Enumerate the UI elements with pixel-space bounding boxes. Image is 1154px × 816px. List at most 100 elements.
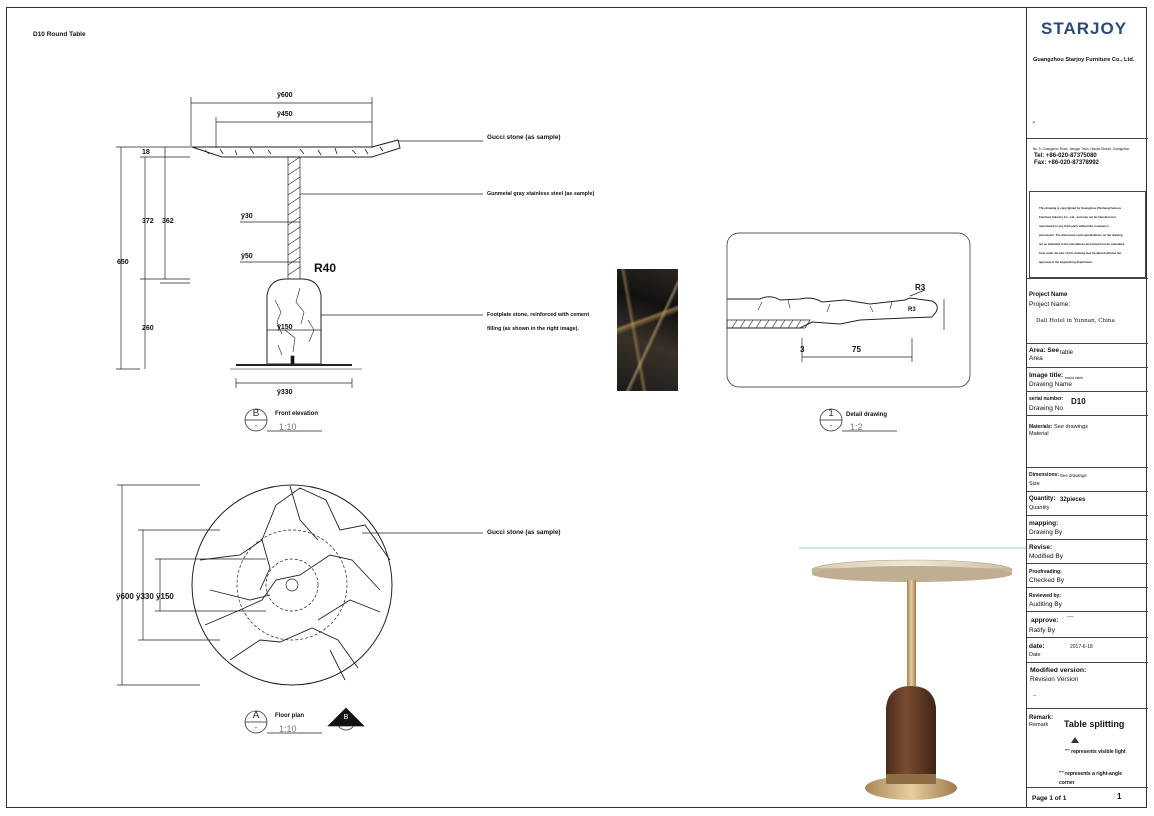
tag-base-line2: filling (as shown in the right image). <box>487 326 579 332</box>
drawing-title: D10 Round Table <box>33 31 86 38</box>
view-sub-b: - <box>254 421 258 430</box>
detail-radius-r3b: R3 <box>908 307 916 313</box>
tb-remark: Remark: Remark Table splitting "" repres… <box>1027 709 1148 788</box>
area-value: table <box>1060 350 1074 356</box>
title-block: STARJOY Guangzhou Starjoy Furniture Co.,… <box>1026 7 1148 808</box>
drawing-sheet <box>6 7 1147 808</box>
project-name-label: Project Name <box>1029 292 1068 298</box>
dim-stem-lower: ÿ50 <box>241 253 253 260</box>
copyright-line-5: are as indicated in the annotations and … <box>1039 242 1125 246</box>
image-title-label: Image title: <box>1029 372 1064 379</box>
dimensions-label-en: Size <box>1029 481 1040 487</box>
reviewed-label-en: Auditing By <box>1029 601 1062 608</box>
view-name-floor-plan: Floor plan <box>275 713 304 719</box>
marble-sample-swatch <box>617 269 678 391</box>
company-logo: STARJOY <box>1041 19 1128 38</box>
dim-height-upper: 372 <box>142 218 154 225</box>
detail-dim-3: 3 <box>800 345 805 354</box>
section-marker-b: B <box>343 714 349 721</box>
tag-stone-top: Gucci stone (as sample) <box>487 134 561 141</box>
quantity-label: Quantity: <box>1029 496 1056 502</box>
tb-reviewed: Reviewed by: Auditing By <box>1027 588 1148 612</box>
dim-height-upper2: 362 <box>162 218 174 225</box>
tb-area: Area: See table Area <box>1027 344 1148 368</box>
project-name-label-en: Project Name: <box>1029 301 1071 308</box>
plan-dims: ÿ600 ÿ330 ÿ150 <box>116 592 174 601</box>
proofreading-label: Proofreading: <box>1029 569 1062 575</box>
dim-inner-width: ÿ450 <box>277 111 293 118</box>
approve-label: approve: <box>1031 617 1059 624</box>
modified-label-en: Revision Version <box>1030 676 1079 683</box>
tag-steel: Gunmetal gray stainless steel (as sample… <box>487 191 595 197</box>
approve-label-en: Ratify By <box>1029 627 1056 634</box>
view-name-front-elevation: Front elevation <box>275 411 319 417</box>
copyright-line-3: reproduced to any third party without th… <box>1039 224 1109 228</box>
modified-label: Modified version: <box>1030 667 1087 674</box>
area-label-en: Area <box>1029 355 1043 362</box>
area-label: Area: See <box>1029 347 1059 354</box>
address-mark: • <box>1033 120 1035 126</box>
serial-value: D10 <box>1071 397 1086 406</box>
date-label-en: Date <box>1029 652 1041 658</box>
dim-height-base: 260 <box>142 325 154 332</box>
revise-label: Revise: <box>1029 544 1053 551</box>
company-fax: Fax: +86-020-87378992 <box>1034 160 1099 166</box>
copyright-line-6: from scale. No part of this drawing may … <box>1039 251 1122 255</box>
dimensions-value: See drawings <box>1060 473 1087 478</box>
quantity-value: 32pieces <box>1060 497 1086 503</box>
detail-radius-r3: R3 <box>915 283 926 292</box>
tb-approve: approve: ---- Ratify By <box>1027 612 1148 638</box>
view-sub-1: - <box>829 421 833 430</box>
tb-image-title: Image title: round table Drawing Name <box>1027 368 1148 392</box>
serial-label: serial number: <box>1029 396 1064 402</box>
dim-base-width: ÿ330 <box>277 389 293 396</box>
mapping-label-en: Drawing By <box>1029 529 1063 536</box>
view-sub-a: - <box>254 723 258 732</box>
view-scale-detail: 1:2 <box>850 422 863 432</box>
tb-serial: serial number: D10 Drawing No <box>1027 392 1148 416</box>
tb-materials: Materials: See drawings Material <box>1027 416 1148 468</box>
serial-label-en: Drawing No <box>1029 405 1063 412</box>
view-letter-1: 1 <box>828 408 834 419</box>
tb-modified: Modified version: Revision Version -- <box>1027 663 1148 709</box>
view-letter-a: A <box>252 710 260 721</box>
tb-quantity: Quantity: 32pieces Quantity <box>1027 492 1148 516</box>
approve-value: ---- <box>1067 614 1074 620</box>
tb-page: Page 1 of 1 1 <box>1027 788 1148 808</box>
copyright-line-4: permission. The dimensions and specifica… <box>1039 233 1123 237</box>
remark-note-right-angle: "" represents a right-angle <box>1059 771 1123 777</box>
view-name-detail: Detail drawing <box>846 412 888 418</box>
dim-height-total: 650 <box>117 259 129 266</box>
remark-title: Table splitting <box>1064 719 1125 729</box>
remark-note-visible-light: "" represents visible light <box>1065 749 1126 755</box>
tb-project: Project Name Project Name: Dali Hotel in… <box>1027 278 1148 344</box>
materials-label-en: Material <box>1029 431 1049 437</box>
tb-proofreading: Proofreading: Checked By <box>1027 564 1148 588</box>
view-letter-b: B <box>252 408 260 419</box>
copyright-line-2: Furniture Industry Co., Ltd., and may no… <box>1039 215 1117 219</box>
copyright-line-7: approval of the engineering department. <box>1039 260 1093 264</box>
company-tel: Tel: +86-020-87375080 <box>1034 153 1097 159</box>
tb-contact: • No. 5, Guangzhou Road, Jiangpu Town, H… <box>1027 110 1148 191</box>
page-number: 1 <box>1117 792 1122 801</box>
tag-plan-stone: Gucci stone (as sample) <box>487 529 561 536</box>
remark-label-en: Remark <box>1029 722 1049 728</box>
tb-copyright: This drawing is copyrighted by Guangzhou… <box>1029 191 1146 278</box>
tb-header: STARJOY Guangzhou Starjoy Furniture Co.,… <box>1027 7 1148 139</box>
dim-base-inner: ÿ150 <box>277 324 293 331</box>
mapping-label: mapping: <box>1029 520 1059 527</box>
company-name: Guangzhou Starjoy Furniture Co., Ltd. <box>1033 57 1135 63</box>
dim-height-top: 18 <box>142 149 150 156</box>
company-address: No. 5, Guangzhou Road, Jiangpu Town, Hpu… <box>1033 147 1130 151</box>
triangle-icon <box>1071 737 1079 743</box>
dimensions-label: Dimensions: <box>1029 472 1060 478</box>
view-scale-floor-plan: 1:10 <box>279 724 297 734</box>
dim-top-width: ÿ600 <box>277 92 293 99</box>
project-name-value: Dali Hotel in Yunnan, China <box>1036 318 1115 324</box>
materials-value: See drawings <box>1054 424 1088 430</box>
date-value: 2017-6-18 <box>1070 644 1093 650</box>
remark-note-corner: corner <box>1059 780 1075 786</box>
remark-label: Remark: <box>1029 715 1054 721</box>
revise-label-en: Modified By <box>1029 553 1063 560</box>
